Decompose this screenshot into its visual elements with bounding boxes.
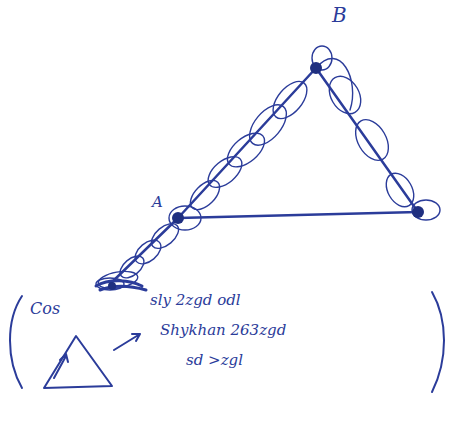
note-line: sd >zgl	[186, 352, 243, 369]
point-label: A	[152, 194, 163, 211]
small-triangle	[44, 336, 112, 388]
note-line: Shykhan 263zgd	[160, 322, 286, 339]
vertex-dots	[108, 62, 424, 290]
triangle	[178, 68, 418, 218]
right-bracket	[432, 292, 444, 392]
edge-extension	[110, 218, 178, 284]
note-label: Cos	[30, 300, 60, 318]
left-bracket	[10, 296, 22, 388]
small-arrow	[54, 354, 68, 378]
scribble-blob	[96, 281, 146, 290]
scribble-loops	[96, 46, 440, 291]
vertex-label: B	[332, 4, 347, 26]
pointer-arrow	[114, 334, 140, 350]
note-line: sly 2zgd odl	[150, 292, 241, 309]
